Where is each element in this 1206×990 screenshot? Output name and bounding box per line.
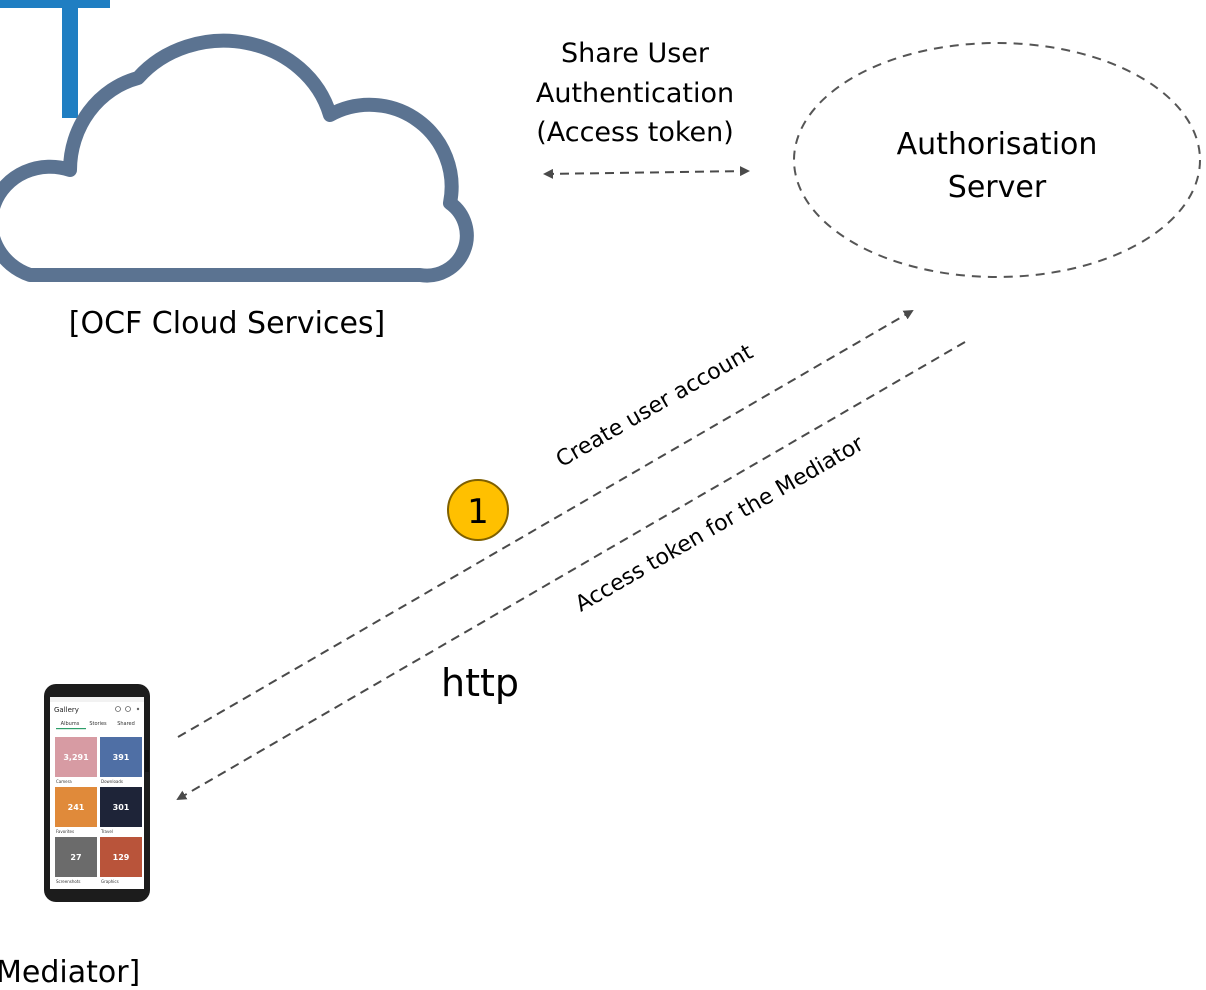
create-account-arrow (177, 309, 914, 738)
cloud-icon (0, 33, 474, 283)
phone-tile-count: 3,291 (63, 753, 89, 762)
phone-icon: Gallery Albums Stories Shared 3,291Camer… (44, 684, 150, 902)
auth-server-ellipse (793, 42, 1201, 278)
create-account-label: Create user account (552, 340, 758, 473)
step-badge: 1 (447, 479, 509, 541)
accent-bar-cap (0, 0, 110, 8)
phone-tab-shared: Shared (117, 721, 135, 727)
step-number: 1 (467, 492, 489, 532)
phone-tile (55, 787, 97, 827)
share-auth-arrow (543, 166, 750, 179)
phone-tile (100, 787, 142, 827)
phone-tile-name: Graphics (101, 879, 119, 884)
cloud-label: [OCF Cloud Services] (69, 306, 386, 341)
auth-server-line2: Server (948, 170, 1047, 205)
phone-tile-name: Downloads (101, 779, 123, 784)
phone-tile (100, 737, 142, 777)
phone-tile-name: Screenshots (56, 879, 80, 884)
phone-tile-count: 301 (113, 803, 130, 812)
phone-tile (55, 837, 97, 877)
accent-bar (62, 0, 78, 118)
phone-tile-count: 129 (113, 853, 130, 862)
phone-tile-count: 391 (113, 753, 130, 762)
protocol-label: http (441, 661, 519, 705)
phone-tile (55, 737, 97, 777)
phone-tile-name: Camera (56, 779, 72, 784)
share-auth-line1: Share User (561, 38, 710, 69)
phone-tile-name: Travel (100, 829, 113, 834)
phone-tile-name: Favorites (56, 829, 74, 834)
phone-tile-count: 241 (68, 803, 85, 812)
phone-tab-albums: Albums (61, 721, 80, 727)
share-auth-line3: (Access token) (536, 117, 734, 148)
phone-tab-stories: Stories (89, 721, 107, 727)
auth-server-line1: Authorisation (897, 127, 1098, 162)
access-token-label: Access token for the Mediator (571, 431, 869, 617)
phone-tile (100, 837, 142, 877)
phone-label: Mediator] (0, 955, 140, 990)
phone-tile-count: 27 (70, 853, 81, 862)
share-auth-line2: Authentication (536, 78, 734, 109)
access-token-arrow (176, 341, 966, 801)
phone-app-title: Gallery (54, 706, 79, 714)
